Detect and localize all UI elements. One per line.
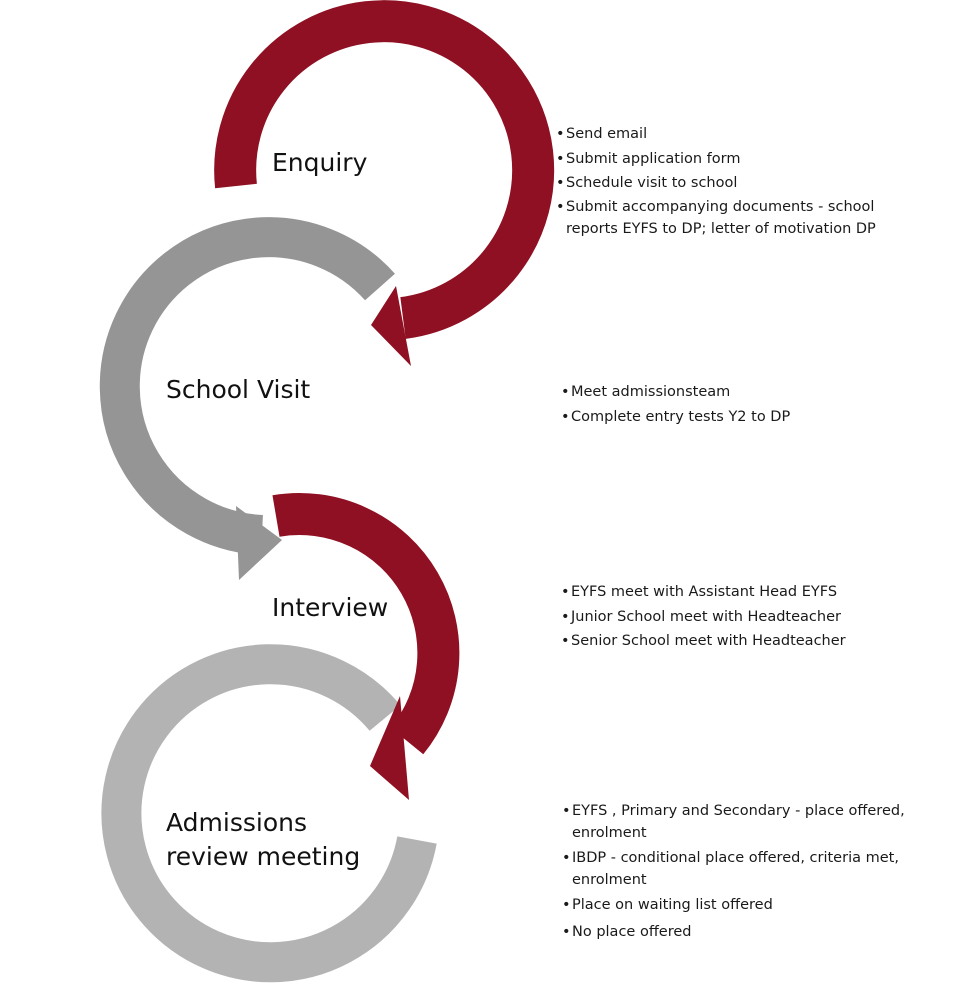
- list-item: Place on waiting list offered: [562, 893, 947, 918]
- admissions-label-line2: review meeting: [166, 842, 361, 871]
- interview-arrowhead: [370, 696, 409, 800]
- enquiry-arrowhead: [371, 286, 411, 366]
- list-item: EYFS meet with Assistant Head EYFS: [561, 580, 941, 605]
- interview-bullet-list: EYFS meet with Assistant Head EYFS Junio…: [561, 580, 941, 654]
- interview-arc: [272, 493, 460, 755]
- list-item: Send email: [556, 122, 916, 147]
- school-visit-label: School Visit: [166, 375, 311, 404]
- enquiry-arc: [214, 0, 555, 339]
- admissions-ring: [101, 644, 437, 983]
- list-item: Junior School meet with Headteacher: [561, 605, 941, 630]
- list-item: IBDP - conditional place offered, criter…: [562, 847, 947, 891]
- list-item: EYFS , Primary and Secondary - place off…: [562, 800, 947, 844]
- list-item: Meet admissionsteam: [561, 380, 921, 405]
- list-item: Submit application form: [556, 147, 916, 172]
- interview-label: Interview: [272, 593, 389, 622]
- enquiry-label: Enquiry: [272, 148, 368, 177]
- admissions-bullet-list: EYFS , Primary and Secondary - place off…: [562, 800, 947, 944]
- enquiry-bullet-list: Send email Submit application form Sched…: [556, 122, 916, 240]
- admissions-label: Admissions review meeting: [166, 806, 360, 874]
- school-visit-arc: [99, 217, 395, 555]
- list-item: No place offered: [562, 920, 947, 945]
- list-item: Senior School meet with Headteacher: [561, 629, 941, 654]
- admissions-label-line1: Admissions: [166, 808, 307, 837]
- list-item: Submit accompanying documents - school r…: [556, 196, 911, 240]
- list-item: Complete entry tests Y2 to DP: [561, 405, 921, 430]
- school-visit-arrowhead: [236, 506, 282, 580]
- list-item: Schedule visit to school: [556, 171, 916, 196]
- school-visit-bullet-list: Meet admissionsteam Complete entry tests…: [561, 380, 921, 429]
